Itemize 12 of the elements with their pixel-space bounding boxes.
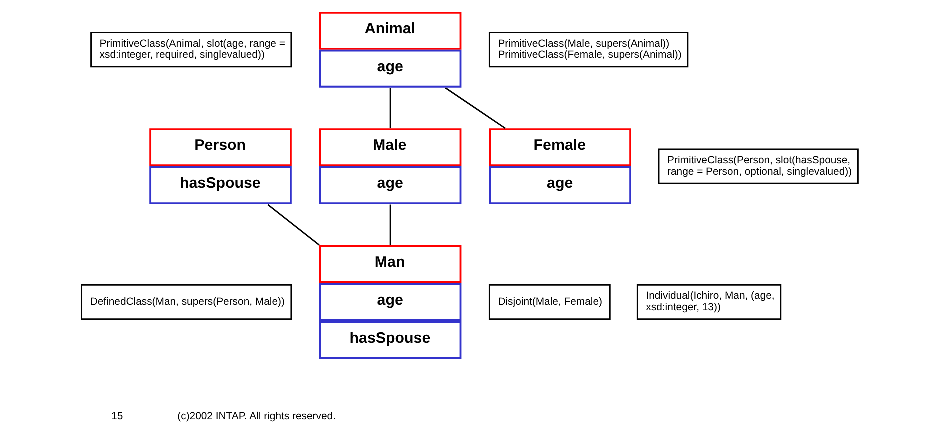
connector	[390, 88, 392, 129]
connector	[445, 88, 506, 130]
label: 15	[112, 412, 124, 423]
node-box: PrimitiveClass(Person, slot(hasSpouse, range = Person, optional, singlevalued))	[658, 148, 859, 184]
connector	[268, 204, 320, 246]
node-box: DefinedClass(Man, supers(Person, Male))	[81, 284, 292, 320]
node-box: PrimitiveClass(Male, supers(Animal)) PrimitiveClass(Female, supers(Animal))	[488, 32, 689, 68]
node-box: Individual(Ichiro, Man, (age, xsd:integer, 13))	[636, 284, 782, 320]
label: (c)2002 INTAP. All rights reserved.	[178, 412, 336, 423]
node-box: PrimitiveClass(Animal, slot(age, range = xsd:integer, required, singlevalued))	[90, 32, 292, 68]
connector	[390, 204, 392, 246]
node-box: Disjoint(Male, Female)	[488, 284, 611, 320]
